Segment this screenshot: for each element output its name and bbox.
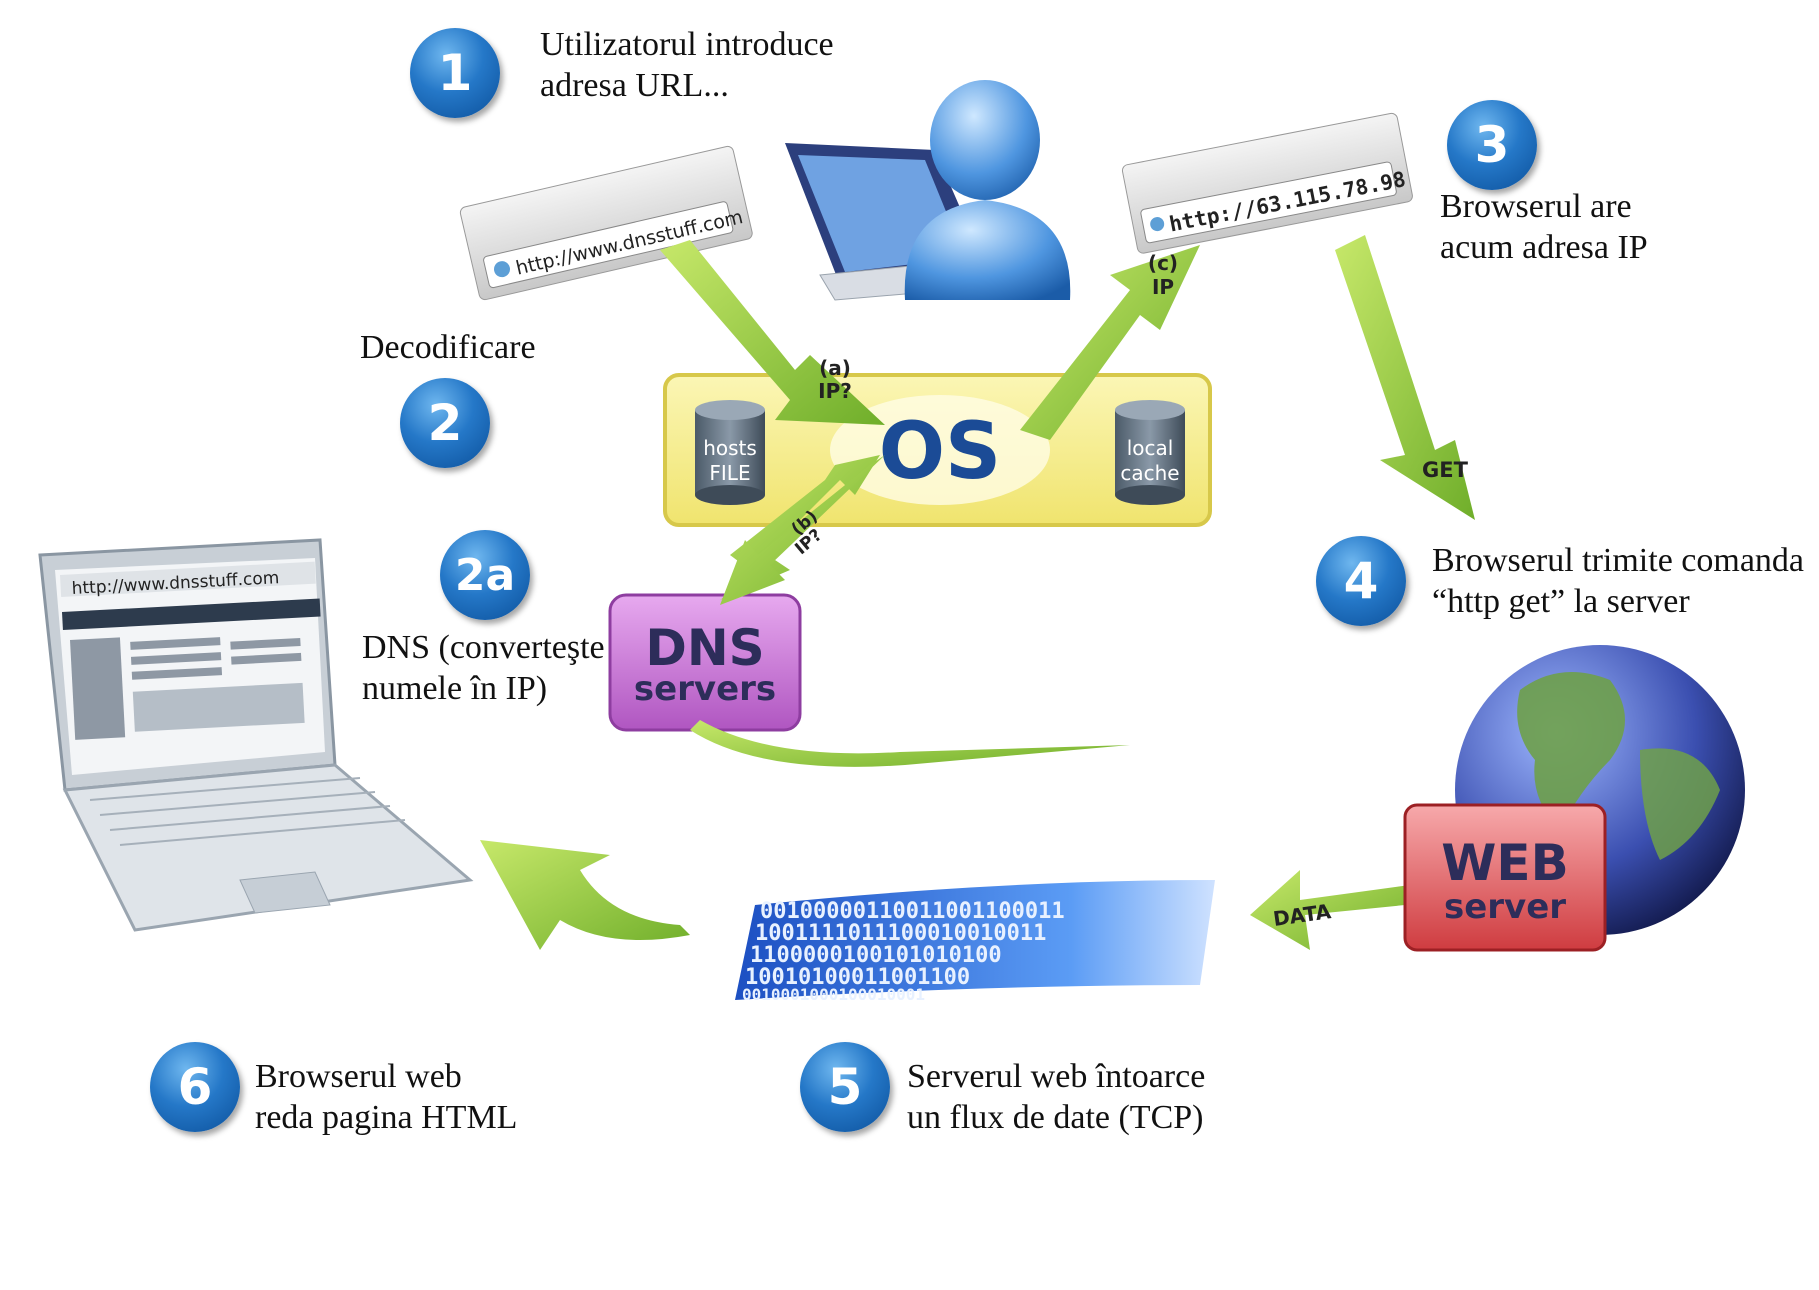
step-2-text: Decodificare xyxy=(360,329,536,366)
binary-row-1: 00100000110011001100011 xyxy=(760,899,1065,924)
arrow-c-caption-1: (c) xyxy=(1148,251,1178,275)
cache-label-line1: local xyxy=(1127,436,1174,460)
arrow-b-dns-query xyxy=(720,455,880,600)
arrow-b-dns-return xyxy=(720,455,885,605)
web-label-line2: server xyxy=(1444,887,1566,927)
step-3-line1: Browserul are xyxy=(1440,188,1632,225)
step-5-line2: un flux de date (TCP) xyxy=(907,1099,1204,1136)
arrow-data xyxy=(1250,870,1410,950)
arrow-a-caption-1: (a) xyxy=(819,356,851,380)
url-bar-ip: http://63.115.78.98 xyxy=(1121,112,1413,254)
dns-servers-box: DNS servers xyxy=(608,593,802,732)
binary-row-4: 10010100011001100 xyxy=(745,965,970,990)
step-2a-line2: numele în IP) xyxy=(362,670,548,707)
dns-label-line1: DNS xyxy=(645,619,764,677)
step-3-label: Browserul are acum adresa IP xyxy=(1440,186,1648,268)
step-1-line2: adresa URL... xyxy=(540,67,729,104)
binary-row-5: 0010001000100010001 xyxy=(742,985,925,1004)
step-6-label: Browserul web reda pagina HTML xyxy=(255,1056,517,1138)
step-2-badge: 2 xyxy=(400,378,490,468)
step-3-line2: acum adresa IP xyxy=(1440,229,1648,266)
step-3-badge: 3 xyxy=(1447,100,1537,190)
url-bar-hostname: http://www.dnsstuff.com xyxy=(459,145,753,301)
hosts-file-icon: hosts FILE xyxy=(695,400,765,505)
step-6-line2: reda pagina HTML xyxy=(255,1099,518,1136)
step-4-label: Browserul trimite comanda “http get” la … xyxy=(1432,540,1804,622)
os-box: OS xyxy=(663,373,1212,527)
laptop-browser-icon: http://www.dnsstuff.com xyxy=(38,538,474,932)
step-2a-label: DNS (converteşte numele în IP) xyxy=(362,627,605,709)
user-computer-icon xyxy=(785,80,1071,301)
step-5-line1: Serverul web întoarce xyxy=(907,1058,1206,1095)
local-cache-icon: local cache xyxy=(1115,400,1185,505)
step-5-label: Serverul web întoarce un flux de date (T… xyxy=(907,1056,1205,1138)
arrow-c-ip-answer xyxy=(1020,245,1200,440)
step-2a-badge: 2a xyxy=(440,530,530,620)
arrow-c-caption-2: IP xyxy=(1152,275,1174,299)
web-server-box: WEB server xyxy=(1403,803,1607,952)
step-6-line1: Browserul web xyxy=(255,1058,462,1095)
step-1-label: Utilizatorul introduce adresa URL... xyxy=(540,24,834,106)
step-5-badge: 5 xyxy=(800,1042,890,1132)
cache-label-line2: cache xyxy=(1120,461,1179,485)
arrow-a-ip-query xyxy=(660,240,885,425)
hosts-label-line2: FILE xyxy=(709,461,750,485)
binary-data-stream: 00100000110011001100011 1001111011100010… xyxy=(735,880,1215,1004)
arrow-to-laptop xyxy=(480,840,690,950)
dns-label-line2: servers xyxy=(634,669,776,709)
arrow-get xyxy=(1335,235,1475,520)
step-6-badge: 6 xyxy=(150,1042,240,1132)
step-1-badge: 1 xyxy=(410,28,500,118)
step-2a-line1: DNS (converteşte xyxy=(362,629,605,666)
arrow-a-caption-2: IP? xyxy=(818,379,852,403)
os-label: OS xyxy=(879,407,1001,497)
step-4-line2: “http get” la server xyxy=(1432,583,1690,620)
step-4-badge: 4 xyxy=(1316,536,1406,626)
hosts-label-line1: hosts xyxy=(703,436,757,460)
step-1-line1: Utilizatorul introduce xyxy=(540,26,834,63)
web-label-line1: WEB xyxy=(1441,834,1568,892)
step-2-label: Decodificare xyxy=(360,327,536,368)
binary-row-3: 1100000100101010100 xyxy=(750,943,1002,968)
binary-row-2: 1001111011100010010011 xyxy=(755,921,1046,946)
arrow-dns-curve xyxy=(690,720,1130,767)
step-4-line1: Browserul trimite comanda xyxy=(1432,542,1805,579)
arrow-get-caption: GET xyxy=(1422,458,1469,482)
